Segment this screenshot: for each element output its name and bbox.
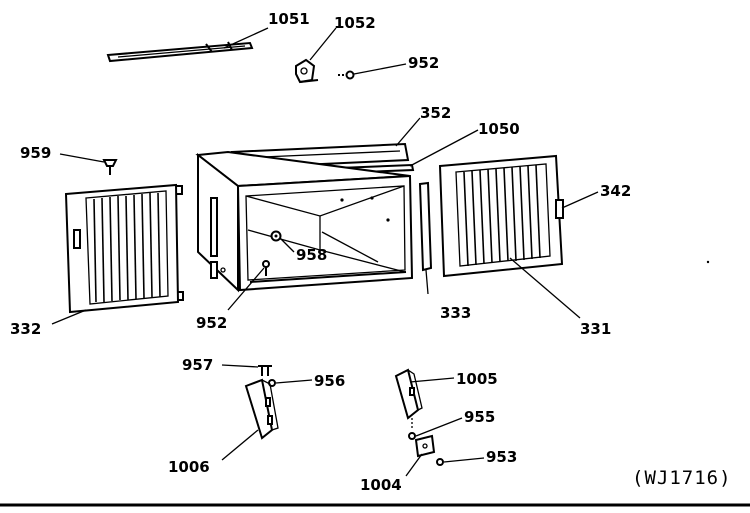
part-1051-strip bbox=[106, 41, 254, 63]
part-955-washer bbox=[408, 432, 416, 440]
callout-957: 957 bbox=[182, 356, 213, 374]
callout-331: 331 bbox=[580, 320, 611, 338]
callout-952-lower: 952 bbox=[196, 314, 227, 332]
callout-352: 352 bbox=[420, 104, 451, 122]
callout-959: 959 bbox=[20, 144, 51, 162]
part-1004-bracket bbox=[414, 434, 436, 458]
part-957-clip bbox=[258, 365, 272, 376]
callout-1050: 1050 bbox=[478, 120, 520, 138]
drawing-code: (WJ1716) bbox=[632, 467, 732, 489]
part-953-screw bbox=[436, 458, 444, 466]
callout-956: 956 bbox=[314, 372, 345, 390]
callout-953: 953 bbox=[486, 448, 517, 466]
part-1005-bracket bbox=[394, 368, 423, 430]
part-333-vertical-strip bbox=[418, 181, 433, 272]
callout-1051: 1051 bbox=[268, 10, 310, 28]
part-952-screw-top bbox=[338, 70, 355, 80]
callout-labels: 1051 1052 952 352 1050 959 342 958 332 9… bbox=[10, 10, 631, 494]
callout-955: 955 bbox=[464, 408, 495, 426]
part-1052-bracket bbox=[295, 58, 319, 84]
part-1006-bracket bbox=[244, 378, 279, 440]
stray-mark bbox=[706, 260, 710, 264]
leader-lines bbox=[51, 27, 599, 477]
callout-1052: 1052 bbox=[334, 14, 376, 32]
callout-332: 332 bbox=[10, 320, 41, 338]
callout-1006: 1006 bbox=[168, 458, 210, 476]
callout-958: 958 bbox=[296, 246, 327, 264]
callout-342: 342 bbox=[600, 182, 631, 200]
cabinet-housing bbox=[195, 150, 414, 293]
callout-1004: 1004 bbox=[360, 476, 402, 494]
part-952-screw-lower bbox=[262, 260, 270, 276]
part-332-left-panel bbox=[64, 183, 184, 314]
part-331-right-panel bbox=[438, 154, 564, 278]
part-958-grommet bbox=[270, 230, 282, 242]
part-959-screw bbox=[102, 159, 118, 175]
callout-952-top: 952 bbox=[408, 54, 439, 72]
part-342-latch bbox=[555, 199, 564, 219]
callout-1005: 1005 bbox=[456, 370, 498, 388]
callout-333: 333 bbox=[440, 304, 471, 322]
